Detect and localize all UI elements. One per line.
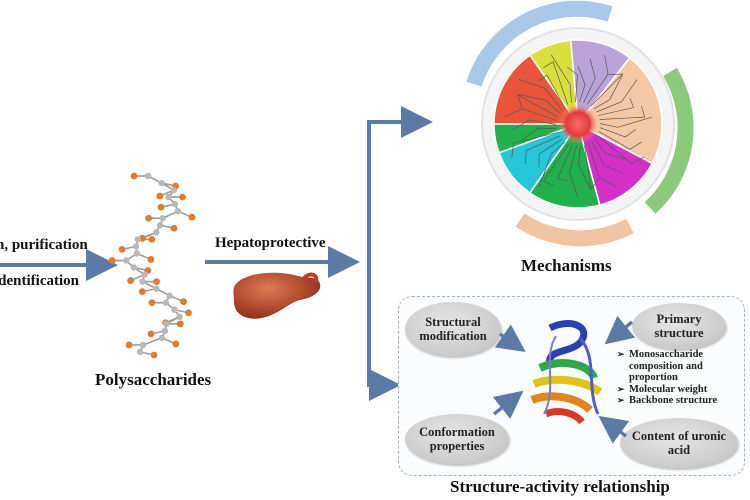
polysaccharides-label: Polysaccharides	[95, 370, 212, 389]
wheel-wedge	[569, 39, 631, 126]
bullet-molecular-weight: Molecular weight	[617, 384, 741, 396]
polysaccharide-molecule-image	[108, 172, 196, 359]
conformation-properties-oval: Conformation properties	[405, 414, 509, 464]
mechanisms-wheel-diagram	[466, 0, 694, 247]
wheel-core	[558, 104, 598, 144]
outer-ring-peach	[515, 213, 634, 247]
wheel-wedge	[576, 122, 654, 207]
hepatoprotective-label: Hepatoprotective	[215, 235, 326, 251]
mechanisms-label: Mechanisms	[521, 256, 612, 275]
outer-ring-blue	[466, 0, 613, 87]
extraction-label-line1: n, purification	[0, 237, 88, 253]
structural-modification-oval: Structural modification	[405, 302, 501, 356]
primary-structure-bullets: Monosaccharide composition and proportio…	[617, 349, 741, 407]
liver-icon	[233, 272, 321, 319]
outer-ring-green	[644, 67, 694, 214]
bullet-backbone: Backbone structure	[617, 395, 741, 407]
protein-structure-image	[530, 320, 603, 425]
wheel-wedge	[493, 54, 580, 125]
bullet-monosaccharide: Monosaccharide composition and proportio…	[617, 349, 741, 384]
wheel-wedge	[528, 122, 601, 209]
primary-structure-oval: Primary structure	[632, 303, 726, 349]
sar-title: Structure-activity relationship	[450, 477, 670, 496]
extraction-label-line2: identification	[0, 273, 79, 289]
uronic-acid-oval: Content of uronic acid	[620, 418, 738, 468]
mechanism-wedges	[493, 39, 663, 209]
